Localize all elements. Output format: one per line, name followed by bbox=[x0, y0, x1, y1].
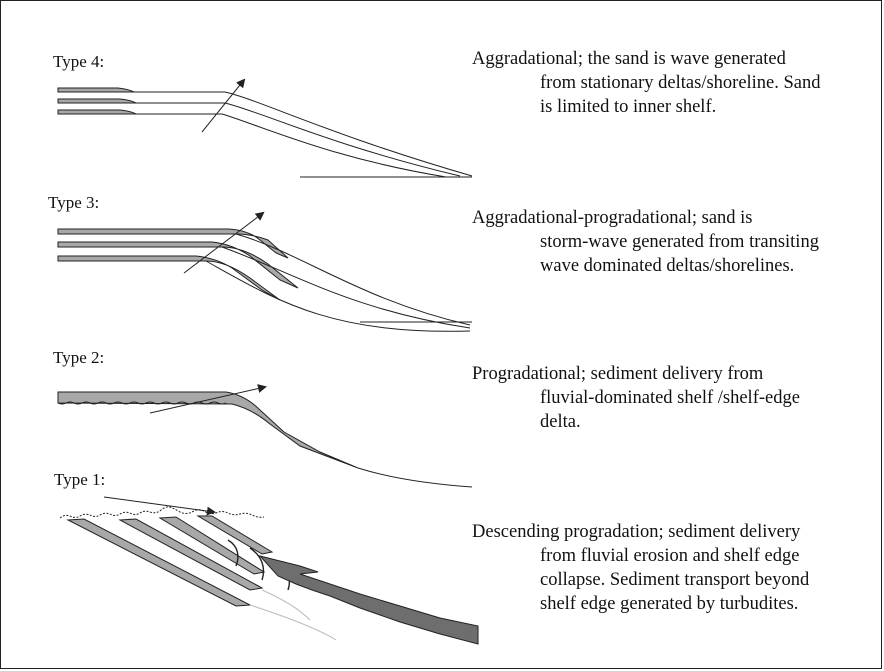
type-2-cross-section bbox=[58, 387, 472, 487]
type-4-direction-arrow bbox=[202, 80, 244, 132]
type-4-description: Aggradational; the sand is wave generate… bbox=[472, 47, 884, 119]
type-1-erosion-surface bbox=[60, 507, 264, 518]
type-2-description-line: Progradational; sediment delivery from bbox=[472, 362, 884, 386]
type-1-description-line: shelf edge generated by turbudites. bbox=[472, 592, 884, 616]
type-1-description-line: collapse. Sediment transport beyond bbox=[472, 568, 884, 592]
type-2-description-line: delta. bbox=[472, 410, 884, 434]
type-3-description-line: storm-wave generated from transiting bbox=[472, 230, 884, 254]
type-4-stratum-line bbox=[118, 92, 472, 176]
type-3-description-line: Aggradational-progradational; sand is bbox=[472, 206, 884, 230]
type-1-turbidite-lobe bbox=[260, 556, 478, 644]
type-1-direction-arrow bbox=[104, 497, 214, 512]
type-1-description-line: from fluvial erosion and shelf edge bbox=[472, 544, 884, 568]
type-3-description: Aggradational-progradational; sand is st… bbox=[472, 206, 884, 278]
type-1-faint-clinoform bbox=[262, 590, 310, 620]
type-1-faint-clinoform bbox=[250, 605, 336, 640]
type-1-description-line: Descending progradation; sediment delive… bbox=[472, 520, 884, 544]
type-4-sand-wedge bbox=[58, 110, 136, 114]
type-3-label: Type 3: bbox=[48, 193, 99, 213]
type-2-description: Progradational; sediment delivery from f… bbox=[472, 362, 884, 434]
type-1-cross-section bbox=[60, 497, 478, 644]
type-3-cross-section bbox=[58, 213, 472, 331]
type-2-label: Type 2: bbox=[53, 348, 104, 368]
type-4-description-line: is limited to inner shelf. bbox=[472, 95, 884, 119]
type-4-label: Type 4: bbox=[53, 52, 104, 72]
type-4-description-line: Aggradational; the sand is wave generate… bbox=[472, 47, 884, 71]
type-4-sand-wedge bbox=[58, 99, 136, 103]
type-1-sand-clinoform bbox=[198, 516, 272, 554]
type-4-sand-wedge bbox=[58, 88, 134, 92]
type-2-stratum-line bbox=[358, 468, 472, 487]
type-4-cross-section bbox=[58, 80, 472, 177]
type-3-description-line: wave dominated deltas/shorelines. bbox=[472, 254, 884, 278]
type-1-label: Type 1: bbox=[54, 470, 105, 490]
type-3-sand-band bbox=[58, 256, 280, 300]
type-4-description-line: from stationary deltas/shoreline. Sand bbox=[472, 71, 884, 95]
type-2-description-line: fluvial-dominated shelf /shelf-edge bbox=[472, 386, 884, 410]
type-3-sand-band bbox=[58, 242, 298, 288]
type-1-description: Descending progradation; sediment delive… bbox=[472, 520, 884, 616]
type-4-stratum-line bbox=[120, 114, 446, 177]
